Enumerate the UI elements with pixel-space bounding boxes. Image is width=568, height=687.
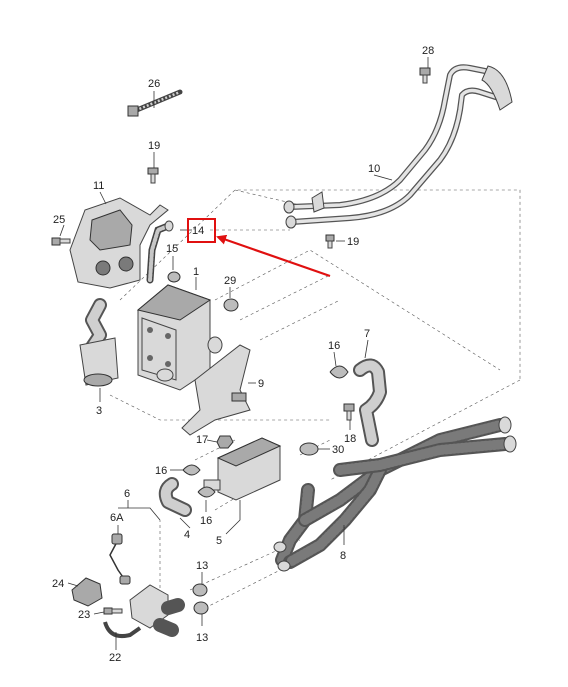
part-9-mounting-bracket (181, 344, 251, 436)
callout-28: 28 (422, 45, 434, 57)
callout-16-upper: 16 (328, 340, 340, 352)
nut-17 (216, 435, 234, 449)
callout-23: 23 (78, 609, 90, 621)
callout-17: 17 (196, 434, 208, 446)
highlight-arrow (216, 234, 331, 278)
bolt-28 (419, 67, 431, 84)
clamp-13-upper (192, 583, 208, 597)
bolt-19-bracket (147, 167, 159, 184)
part-7-hose (353, 358, 387, 447)
callout-26: 26 (148, 78, 160, 90)
callout-15: 15 (166, 243, 178, 255)
callout-29: 29 (224, 275, 236, 287)
callout-22: 22 (109, 652, 121, 664)
callout-19-bracket: 19 (148, 140, 160, 152)
callout-5: 5 (216, 535, 222, 547)
callout-16-middle: 16 (155, 465, 167, 477)
highlight-annotation (187, 218, 331, 278)
callout-24: 24 (52, 578, 64, 590)
callout-13-lower: 13 (196, 632, 208, 644)
screw-23 (103, 607, 123, 615)
callout-10: 10 (368, 163, 380, 175)
part-14-hose (146, 220, 174, 284)
clamp-13-lower (193, 601, 209, 615)
bolt-18 (343, 403, 355, 421)
highlight-box (187, 218, 216, 243)
part-11-bracket (69, 197, 169, 289)
part-8-hose-assembly (273, 416, 517, 572)
callout-8: 8 (340, 550, 346, 562)
bracket-22 (103, 621, 142, 639)
callout-18: 18 (344, 433, 356, 445)
callout-30: 30 (332, 444, 344, 456)
part-5-silencer (203, 437, 282, 501)
part-6-pump (109, 533, 185, 637)
callout-9: 9 (258, 378, 264, 390)
part-1-heater-unit (136, 284, 223, 391)
callout-25: 25 (53, 214, 65, 226)
callout-7: 7 (364, 328, 370, 340)
callout-6: 6 (124, 488, 130, 500)
bolt-19-pipes (325, 234, 335, 249)
callout-19-pipes: 19 (347, 236, 359, 248)
callout-3: 3 (96, 405, 102, 417)
callout-labels: 28 26 10 19 19 11 25 14 15 1 29 16 7 3 9… (52, 45, 434, 664)
callout-13-upper: 13 (196, 560, 208, 572)
clamp-16-middle (182, 464, 201, 476)
callout-16-lower: 16 (200, 515, 212, 527)
callout-6A: 6A (110, 512, 124, 524)
clamp-16-upper (329, 365, 349, 379)
part-10-coolant-pipes (283, 64, 513, 229)
clamp-30 (299, 442, 319, 456)
callout-4: 4 (184, 529, 190, 541)
leader-lines (59, 57, 429, 650)
bolt-25 (51, 237, 71, 246)
callout-11: 11 (93, 180, 104, 192)
clamp-29 (223, 298, 239, 312)
part-26-cable-tie (127, 89, 183, 117)
cap-24 (71, 577, 103, 607)
callout-1: 1 (193, 266, 199, 278)
clamp-16-lower (197, 486, 216, 498)
callout-14: 14 (192, 225, 204, 237)
part-3-exhaust-hose (79, 298, 119, 387)
part-4-hose (158, 477, 192, 517)
clamp-15 (167, 271, 181, 283)
